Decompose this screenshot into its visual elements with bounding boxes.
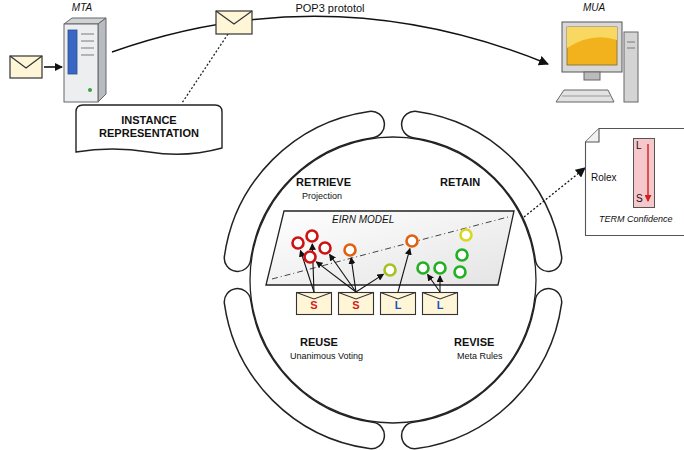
case-arrow [330, 255, 356, 292]
server-slot [81, 47, 94, 48]
confidence-bar: LS [633, 138, 655, 208]
decision-boundary [272, 217, 508, 279]
cbr-cycle-ring [238, 125, 549, 436]
monitor-screen [567, 27, 617, 65]
spam-envelope: S [296, 292, 332, 315]
term-document: RolexTERM ConfidenceLS [585, 128, 684, 236]
mta-server: MTA [52, 2, 112, 106]
node-text: S [296, 299, 332, 312]
envelope-flap [381, 293, 416, 300]
spam-envelope: S [338, 292, 374, 315]
pc-tower [624, 32, 638, 102]
envelope-body [297, 293, 332, 315]
document-outline [586, 129, 684, 236]
eirn-model-plane: EIRN MODEL [262, 205, 524, 293]
envelope-flap [339, 293, 374, 300]
case-arrow [356, 274, 383, 292]
node-text: MTA [52, 2, 112, 14]
scroll-outline [76, 105, 222, 154]
envelope-icon [216, 11, 252, 34]
legit-envelope: L [422, 292, 458, 315]
node-text: EIRN MODEL [332, 214, 394, 226]
case-instance [455, 267, 466, 278]
node-text: Rolex [591, 172, 617, 184]
edge-label: POP3 prototol [293, 2, 366, 15]
envelope-body [339, 293, 374, 315]
server-panel [68, 30, 77, 74]
server-side [98, 18, 106, 102]
case-instance [293, 238, 304, 249]
node-text: S [636, 193, 643, 205]
cycle-step-label: REUSE [300, 336, 338, 349]
case-instance [407, 236, 418, 247]
cycle-step-label: Meta Rules [457, 351, 503, 361]
server-slot [81, 40, 94, 41]
instance-box: INSTANCE REPRESENTATION [75, 104, 223, 156]
case-arrow [439, 276, 440, 292]
node-text: L [422, 299, 458, 312]
server-slot [81, 33, 94, 34]
case-instance [435, 263, 446, 274]
legit-envelope: L [380, 292, 416, 315]
node-text: INSTANCE REPRESENTATION [85, 114, 213, 139]
case-instance [461, 230, 472, 241]
envelope-body [423, 293, 458, 315]
screen-glare [567, 27, 617, 48]
mta-server-outline [52, 2, 112, 106]
server-front [64, 24, 98, 102]
cycle-step-label: RETAIN [440, 176, 480, 189]
confidence-arrow [647, 144, 648, 201]
leader-line [182, 34, 228, 103]
projection-leader [524, 168, 585, 217]
cycle-step-label: Unanimous Voting [290, 351, 363, 361]
bar-outline [634, 139, 655, 208]
envelope-flap [297, 293, 332, 300]
case-arrow [398, 249, 410, 292]
node-text: TERM Confidence [599, 214, 673, 224]
case-arrow [428, 275, 440, 292]
case-instance [385, 265, 396, 276]
node-text: L [636, 140, 642, 152]
monitor [562, 22, 622, 72]
envelope-flap [423, 293, 458, 300]
node-text: L [380, 299, 416, 312]
cycle-step-label: RETRIEVE [296, 176, 351, 189]
incoming-arrow [44, 66, 62, 68]
envelope-icon [10, 56, 42, 78]
server-slot [81, 54, 94, 55]
case-instance [457, 250, 468, 261]
keyboard [556, 90, 614, 102]
case-instance [305, 252, 316, 263]
case-instance [418, 263, 429, 274]
case-instance [345, 245, 356, 256]
server-led [88, 88, 92, 92]
mua-computer: MUA [548, 2, 640, 120]
case-instance [320, 243, 331, 254]
case-arrow [351, 258, 356, 292]
pc-drive [627, 47, 635, 48]
envelope-body [381, 293, 416, 315]
plane-outline [266, 211, 514, 285]
node-text: S [338, 299, 374, 312]
cycle-step-label: Projection [302, 191, 342, 201]
monitor-stand [584, 72, 600, 80]
pop3-arc [112, 16, 548, 64]
keyboard-keys [562, 96, 610, 97]
cycle-step-label: REVISE [454, 336, 494, 349]
case-instance [307, 231, 318, 242]
mua-computer-outline [548, 2, 640, 120]
node-text: MUA [548, 2, 640, 14]
pc-drive [627, 41, 635, 42]
inner-circle [250, 137, 536, 423]
document-fold [586, 129, 600, 143]
case-arrow [316, 262, 356, 292]
